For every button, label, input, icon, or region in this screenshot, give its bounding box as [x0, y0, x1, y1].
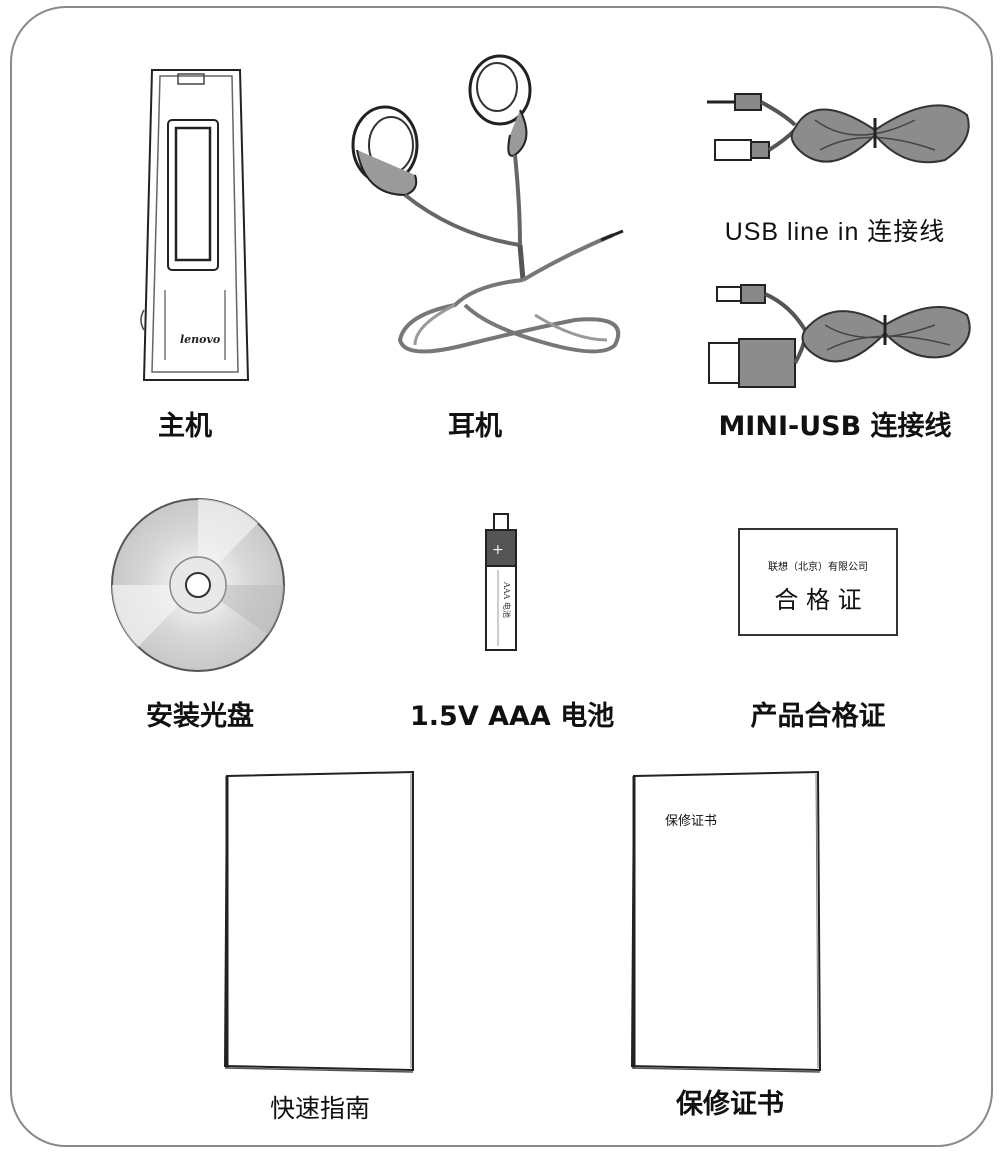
earphones-illustration: [351, 54, 624, 354]
label-battery: 1.5V AAA 电池: [410, 701, 615, 732]
label-usb-line-in: USB line in 连接线: [724, 218, 946, 246]
warranty-booklet: [630, 770, 822, 1073]
aaa-battery-illustration: + AAA 电池: [485, 513, 517, 651]
label-quick-guide: 快速指南: [269, 1094, 370, 1123]
certificate-company-text: 联想（北京）有限公司: [768, 562, 868, 573]
label-certificate: 产品合格证: [750, 701, 886, 732]
mini-usb-cable-illustration: [708, 284, 971, 388]
label-player: 主机: [158, 411, 212, 442]
svg-text:+: +: [492, 542, 504, 558]
warranty-cover-title: 保修证书: [665, 814, 718, 829]
usb-line-in-cable-illustration: [707, 93, 970, 164]
certificate-card: 联想（北京）有限公司 合 格 证: [738, 528, 898, 636]
lenovo-logo: lenovo: [180, 333, 220, 346]
install-cd-illustration: [111, 498, 285, 672]
label-earphones: 耳机: [448, 411, 502, 442]
mp3-player-illustration: lenovo: [140, 69, 250, 381]
label-cd: 安装光盘: [146, 701, 254, 732]
battery-printed-text: AAA 电池: [502, 581, 512, 618]
label-warranty: 保修证书: [676, 1089, 784, 1120]
certificate-main-text: 合 格 证: [774, 586, 862, 614]
quick-guide-booklet: [223, 770, 414, 1073]
label-mini-usb: MINI-USB 连接线: [718, 411, 952, 442]
